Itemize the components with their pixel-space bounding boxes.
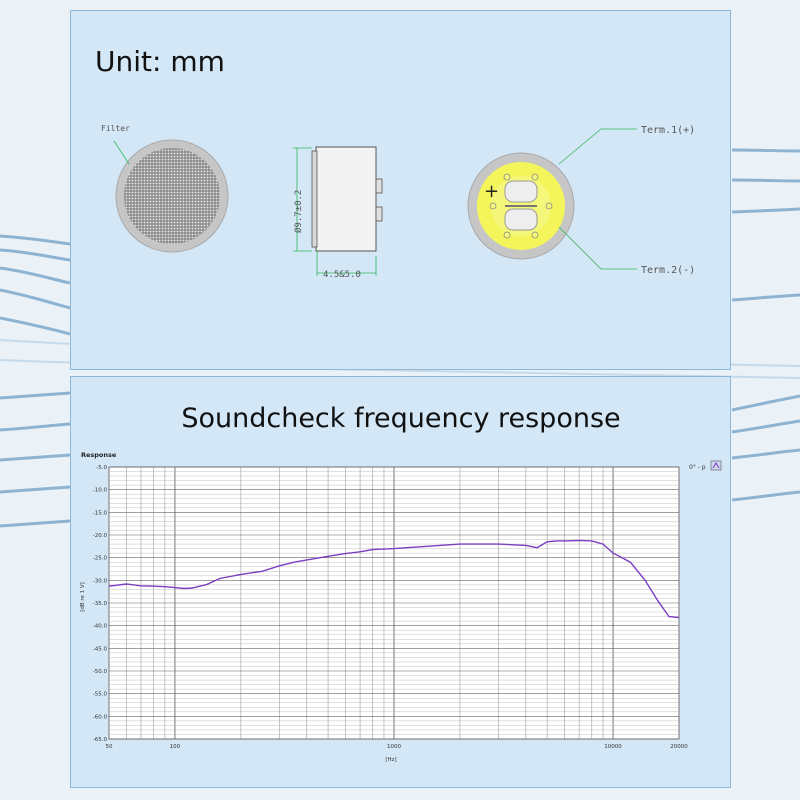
- legend-label: 0° - p: [689, 464, 706, 471]
- diameter-label: Ø9.7±0.2: [293, 190, 304, 233]
- term1-label: Term.1(+): [641, 125, 695, 136]
- y-tick-label: -15.0: [93, 510, 108, 516]
- y-tick-label: -5.0: [96, 465, 107, 471]
- y-axis-label: [dB re 1 V]: [80, 582, 86, 612]
- chart-title: Response: [81, 451, 117, 459]
- x-tick-label: 10000: [604, 744, 622, 750]
- y-tick-label: -55.0: [93, 692, 108, 698]
- diameter-dimension-line: [293, 147, 312, 252]
- y-tick-label: -25.0: [93, 556, 108, 562]
- y-tick-label: -20.0: [93, 533, 108, 539]
- microphone-front-view: [115, 139, 229, 253]
- dimensions-panel: Unit: mm Filter Ø9.7±0.2: [70, 10, 731, 370]
- y-tick-label: -65.0: [93, 737, 108, 743]
- term2-leader-line: [558, 226, 637, 270]
- y-tick-label: -10.0: [93, 488, 108, 494]
- term1-leader-line: [558, 128, 637, 165]
- legend-icon[interactable]: [710, 460, 722, 471]
- y-tick-label: -35.0: [93, 601, 108, 607]
- y-tick-label: -60.0: [93, 714, 108, 720]
- y-tick-label: -40.0: [93, 624, 108, 630]
- frequency-response-panel: Soundcheck frequency response Response -…: [70, 376, 731, 788]
- x-tick-label: 100: [170, 744, 181, 750]
- unit-label: Unit: mm: [95, 45, 225, 78]
- y-tick-label: -50.0: [93, 669, 108, 675]
- filter-leader-line: [113, 140, 130, 165]
- y-tick-label: -30.0: [93, 578, 108, 584]
- y-tick-label: -45.0: [93, 646, 108, 652]
- x-tick-label: 1000: [387, 744, 401, 750]
- depth-dimension-line: [316, 251, 377, 276]
- panel-title: Soundcheck frequency response: [181, 403, 620, 434]
- filter-label: Filter: [101, 124, 130, 133]
- term2-label: Term.2(-): [641, 265, 695, 276]
- depth-label: 4.5&5.0: [323, 270, 361, 280]
- x-axis-label: [Hz]: [385, 757, 396, 763]
- plus-symbol: +: [484, 181, 499, 202]
- x-tick-label: 50: [106, 744, 113, 750]
- x-tick-label: 20000: [670, 744, 688, 750]
- microphone-back-view: [467, 152, 575, 260]
- microphone-side-view: [311, 146, 383, 252]
- response-series-line: [108, 539, 680, 619]
